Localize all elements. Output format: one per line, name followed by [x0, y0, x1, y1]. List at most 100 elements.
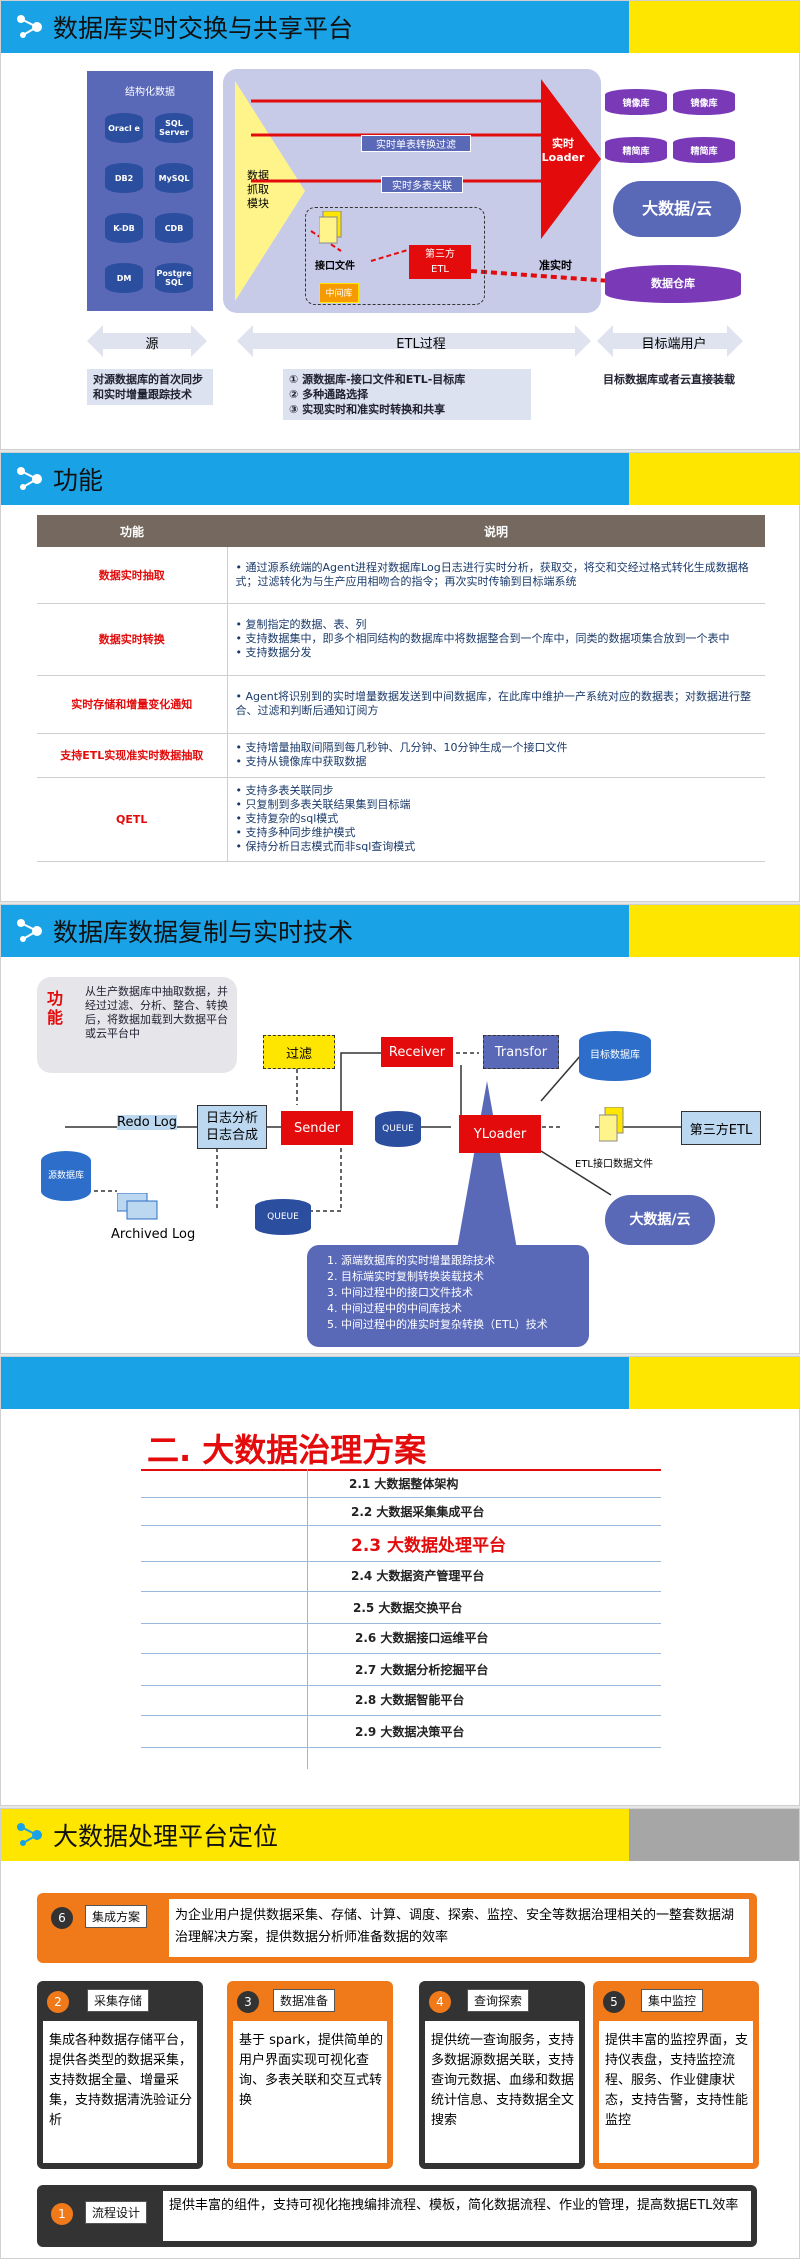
card-tag: 数据准备 — [273, 1989, 336, 2012]
target-db-0: 镜像库 — [605, 89, 667, 115]
dashed-group — [305, 207, 485, 305]
desc-item: 支持增量抽取间隔到每几秒钟、几分钟、10分钟生成一个接口文件 — [236, 741, 758, 755]
third-etl: 第三方 ETL — [409, 245, 471, 279]
tech-item: 中间过程中的准实时复杂转换（ETL）技术 — [341, 1317, 587, 1333]
desc-item: 保持分析日志模式而非sql查询模式 — [236, 840, 758, 854]
card-text: 集成各种数据存储平台，提供各类型的数据采集，支持数据全量、增量采集，支持数据清洗… — [49, 2033, 193, 2128]
func-name: 数据实时转换 — [37, 603, 228, 676]
toc-item[interactable]: 2.6 大数据接口运维平台 — [355, 1631, 489, 1645]
target-note: 目标数据库或者云直接装载 — [597, 369, 747, 390]
target-db: 目标数据库 — [579, 1031, 651, 1081]
top-card-inner — [169, 1899, 749, 1957]
number-badge: 3 — [237, 1991, 259, 2013]
card-text: 基于 spark，提供简单的用户界面实现可视化查询、多表关联和交互式转换 — [239, 2033, 383, 2108]
toc-item[interactable]: 2.8 大数据智能平台 — [355, 1693, 465, 1707]
number-badge: 2 — [47, 1991, 69, 2013]
archived-log: Archived Log — [111, 1227, 196, 1242]
slide-title: 数据库数据复制与实时技术 — [53, 918, 354, 947]
number-badge: 1 — [51, 2203, 73, 2225]
source-db-7: Postgre SQL — [155, 263, 193, 293]
mid-db: 中间库 — [319, 283, 359, 303]
header-accent — [629, 1, 799, 53]
tech-list: 源端数据库的实时增量跟踪技术 目标端实时复制转换装载技术 中间过程中的接口文件技… — [327, 1253, 587, 1333]
card-body-2 — [43, 2021, 197, 2163]
func-desc: Agent将识别到的实时增量数据发送到中间数据库，在此库中维护一产系统对应的数据… — [227, 675, 765, 734]
card-body-4 — [425, 2021, 579, 2163]
divider — [141, 1747, 661, 1748]
header-bar — [1, 1357, 631, 1409]
capture-module: 数据 抓取 模块 — [247, 169, 269, 210]
header-bar — [1, 453, 631, 505]
divider — [141, 1591, 661, 1592]
toc-item[interactable]: 2.2 大数据采集集成平台 — [351, 1505, 485, 1519]
struct-label: 结构化数据 — [125, 87, 175, 98]
desc-item: 只复制到多表关联结果集到目标端 — [236, 798, 758, 812]
header-accent — [629, 1809, 799, 1861]
table-row: 数据实时抽取 通过源系统端的Agent进程对数据库Log日志进行实时分析，获取交… — [37, 547, 765, 604]
third-etl-box: 第三方ETL — [681, 1111, 761, 1145]
receiver-box: Receiver — [381, 1037, 453, 1067]
etl-note-2: ② 多种通路选择 — [289, 388, 369, 401]
slide-title: 数据库实时交换与共享平台 — [53, 14, 354, 43]
number-badge: 6 — [51, 1907, 73, 1929]
tech-item: 目标端实时复制转换装载技术 — [341, 1269, 587, 1285]
func-name: QETL — [37, 777, 228, 862]
slide-title: 大数据处理平台定位 — [53, 1822, 279, 1851]
toc-item[interactable]: 2.4 大数据资产管理平台 — [351, 1569, 485, 1583]
card-text: 提供丰富的组件，支持可视化拖拽编排流程、模板，简化数据流程、作业的管理，提高数据… — [169, 2198, 739, 2213]
header-accent — [629, 453, 799, 505]
etl-notes: ① 源数据库-接口文件和ETL-目标库 ② 多种通路选择 ③ 实现实时和准实时转… — [283, 369, 531, 420]
header-accent — [629, 905, 799, 957]
divider — [141, 1623, 661, 1624]
divider — [141, 1653, 661, 1654]
slide-realtime-exchange: 数据库实时交换与共享平台 结构化数据 Oracl e SQL Server DB… — [0, 0, 800, 450]
divider — [141, 1561, 661, 1562]
desc-item: 支持复杂的sql模式 — [236, 812, 758, 826]
toc-item[interactable]: 2.1 大数据整体架构 — [349, 1477, 459, 1491]
queue-2: QUEUE — [255, 1199, 311, 1235]
number-badge: 5 — [603, 1991, 625, 2013]
function-table: 功能 说明 数据实时抽取 通过源系统端的Agent进程对数据库Log日志进行实时… — [37, 515, 765, 862]
divider — [141, 1525, 661, 1526]
desc-item: 通过源系统端的Agent进程对数据库Log日志进行实时分析，获取交，将交和交经过… — [236, 561, 758, 589]
divider — [141, 1685, 661, 1686]
source-db-0: Oracl e — [105, 113, 143, 143]
bigdata-cloud: 大数据/云 — [613, 181, 741, 237]
card-body-3 — [233, 2021, 387, 2163]
toc-item[interactable]: 2.5 大数据交换平台 — [353, 1601, 463, 1615]
sender-box: Sender — [281, 1111, 353, 1145]
toc-item-active[interactable]: 2.3 大数据处理平台 — [351, 1536, 507, 1556]
network-icon — [17, 919, 42, 942]
desc-item: 支持多表关联同步 — [236, 784, 758, 798]
header-bar — [1, 905, 631, 957]
func-name: 支持ETL实现准实时数据抽取 — [37, 733, 228, 778]
slide-title: 功能 — [53, 466, 104, 495]
toc-item[interactable]: 2.9 大数据决策平台 — [355, 1725, 465, 1739]
etl-arrow-label: ETL过程 — [396, 337, 446, 352]
card-tag: 查询探索 — [467, 1989, 530, 2012]
network-icon — [17, 467, 42, 490]
transfor-box: Transfor — [483, 1035, 559, 1069]
toc-item[interactable]: 2.7 大数据分析挖掘平台 — [355, 1663, 489, 1677]
desc-item: 支持多种同步维护模式 — [236, 826, 758, 840]
func-name: 数据实时抽取 — [37, 547, 228, 604]
card-body-5 — [599, 2021, 753, 2163]
card-text: 为企业用户提供数据采集、存储、计算、调度、探索、监控、安全等数据治理相关的一整套… — [175, 1908, 735, 1945]
table-row: 数据实时转换 复制指定的数据、表、列支持数据集中，即多个相同结构的数据库中将数据… — [37, 603, 765, 676]
divider — [141, 1715, 661, 1716]
func-text: 从生产数据库中抽取数据，并经过过滤、分析、整合、转换后，将数据加载到大数据平台或… — [85, 985, 228, 1040]
realtime-label: 准实时 — [539, 259, 572, 272]
card-tag: 集中监控 — [641, 1989, 704, 2012]
func-desc: 通过源系统端的Agent进程对数据库Log日志进行实时分析，获取交，将交和交经过… — [227, 547, 765, 604]
source-db-6: DM — [105, 263, 143, 293]
header-bar — [1, 1809, 631, 1861]
section-heading: 二. 大数据治理方案 — [147, 1431, 427, 1469]
warehouse: 数据仓库 — [605, 265, 741, 303]
target-arrow-label: 目标端用户 — [641, 337, 707, 352]
heading-underline — [141, 1469, 661, 1471]
table-row: QETL 支持多表关联同步只复制到多表关联结果集到目标端支持复杂的sql模式支持… — [37, 777, 765, 862]
stage-arrows — [87, 325, 743, 357]
archive-icon — [117, 1193, 158, 1220]
func-desc: 支持多表关联同步只复制到多表关联结果集到目标端支持复杂的sql模式支持多种同步维… — [227, 777, 765, 862]
table-row: 支持ETL实现准实时数据抽取 支持增量抽取间隔到每几秒钟、几分钟、10分钟生成一… — [37, 733, 765, 778]
